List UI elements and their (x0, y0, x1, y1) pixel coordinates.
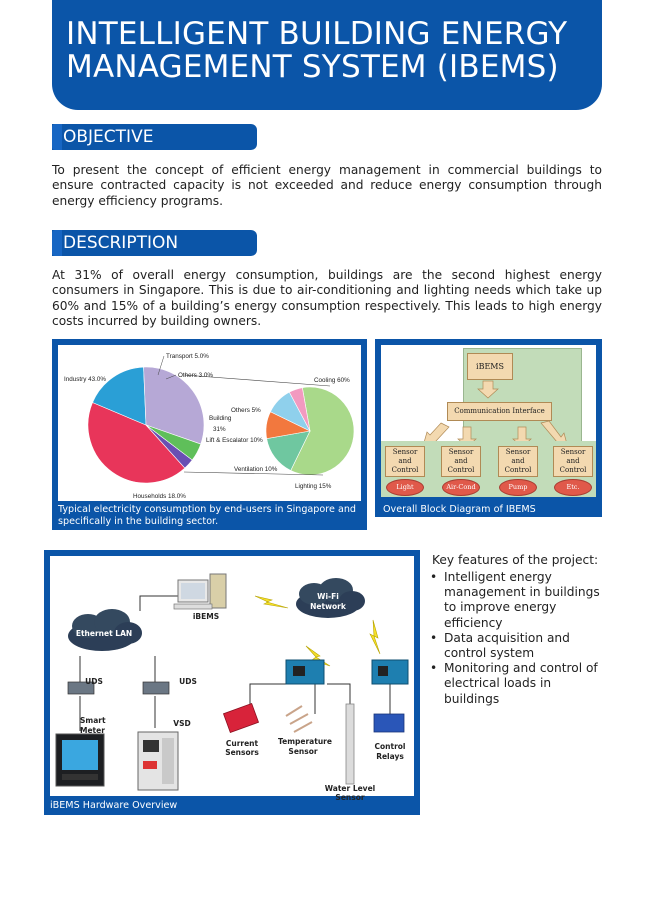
label-current-sensors: Current Sensors (225, 739, 259, 757)
pie-slice-building (143, 366, 205, 445)
page-title: INTELLIGENT BUILDING ENERGY MANAGEMENT S… (66, 18, 592, 84)
connector-line-top (183, 374, 331, 387)
label-lighting: Lighting 15% (295, 483, 332, 490)
title-banner: INTELLIGENT BUILDING ENERGY MANAGEMENT S… (52, 0, 602, 110)
sensor-control-text: Sensor (560, 448, 586, 456)
sensor-control-text: Control (559, 466, 587, 474)
key-feature-item: Intelligent energy management in buildin… (428, 570, 608, 631)
sensor-control-text: Sensor (448, 448, 474, 456)
consumption-figure: Industry 43.0% Transport 5.0% Others 3.0… (52, 339, 367, 530)
description-heading-label: DESCRIPTION (63, 233, 179, 253)
wifi-cloud (296, 578, 365, 618)
description-heading: DESCRIPTION (52, 230, 257, 256)
sensor-control-text: Control (447, 466, 475, 474)
smart-meter-icon (55, 733, 105, 787)
load-pump: Pump (499, 479, 537, 496)
label-building: Building (209, 415, 232, 422)
label-households: Households 18.0% (133, 493, 186, 500)
control-relay-icon (373, 713, 405, 733)
label-wifi-1: Wi-Fi (317, 592, 339, 601)
hardware-diagram (55, 573, 409, 791)
label-temperature-2: Sensor (288, 747, 318, 756)
sensor-control-text: and (454, 457, 468, 465)
hardware-figure-caption: iBEMS Hardware Overview (50, 800, 178, 811)
label-uds-2: UDS (179, 677, 197, 686)
objective-text: To present the concept of efficient ener… (52, 163, 602, 208)
page-title-line-2: MANAGEMENT SYSTEM (IBEMS) (66, 49, 559, 85)
key-feature-item: Data acquisition and control system (428, 631, 608, 661)
load-aircond: Air-Cond (442, 479, 480, 496)
label-ethernet: Ethernet LAN (75, 629, 133, 638)
key-features-list: Intelligent energy management in buildin… (428, 570, 608, 707)
sensor-control-text: and (566, 457, 580, 465)
label-wifi-2: Network (310, 602, 346, 611)
sub-pie (265, 386, 355, 476)
current-sensor-icon (222, 702, 260, 734)
water-level-sensor-icon (345, 703, 355, 785)
sensor-control-text: Control (391, 466, 419, 474)
controller-board-1 (285, 659, 325, 685)
uds-device-2 (142, 681, 170, 695)
main-pie (87, 366, 205, 484)
label-control-relays-2: Relays (376, 752, 404, 761)
pie-slice-others (288, 387, 311, 432)
ibems-node: iBEMS (467, 353, 513, 380)
uds-device-1 (67, 681, 95, 695)
sensor-control-text: Control (504, 466, 532, 474)
block-diagram-caption: Overall Block Diagram of IBEMS (383, 504, 536, 515)
temperature-sensor-icon (285, 705, 313, 733)
label-industry: Industry 43.0% (64, 376, 106, 383)
label-others-main: Others 3.0% (178, 372, 213, 379)
pie-slice-households (92, 366, 147, 426)
page-title-line-1: INTELLIGENT BUILDING ENERGY (66, 16, 568, 52)
label-smart-meter-1: Smart (80, 716, 106, 725)
description-text: At 31% of overall energy consumption, bu… (52, 268, 602, 329)
pie-slice-industry (87, 402, 186, 484)
vsd-icon (137, 731, 179, 791)
consumption-pie-charts: Industry 43.0% Transport 5.0% Others 3.0… (64, 353, 355, 500)
consumption-figure-caption: Typical electricity consumption by end-u… (58, 504, 356, 527)
communication-interface-node: Communication Interface (447, 402, 552, 421)
label-temperature-1: Temperature (278, 737, 332, 746)
label-lift: Lift & Escalator 10% (206, 437, 263, 444)
hardware-figure: iBEMS Wi-Fi Network Ethernet LAN UDS UDS… (44, 550, 420, 815)
label-control-relays-1: Control (374, 742, 406, 751)
label-building-pct: 31% (213, 426, 226, 433)
load-light: Light (386, 479, 424, 496)
label-cooling: Cooling 60% (314, 377, 350, 384)
label-ventilation: Ventilation 10% (234, 466, 278, 473)
sensor-control-text: and (398, 457, 412, 465)
objective-heading: OBJECTIVE (52, 124, 257, 150)
label-transport: Transport 5.0% (166, 353, 209, 360)
key-feature-item: Monitoring and control of electrical loa… (428, 661, 608, 707)
ethernet-cloud (68, 609, 142, 651)
sensor-control-text: Sensor (505, 448, 531, 456)
load-etc: Etc. (554, 479, 592, 496)
computer-icon (173, 573, 227, 610)
label-vsd: VSD (173, 719, 191, 728)
label-smart-meter-2: Meter (80, 726, 105, 735)
objective-heading-label: OBJECTIVE (63, 127, 154, 147)
connector-line-bottom (183, 471, 324, 476)
pie-slice-others (145, 424, 193, 469)
label-ibems-hw: iBEMS (192, 612, 220, 621)
key-features-heading: Key features of the project: (432, 553, 599, 567)
sensor-control-text: Sensor (392, 448, 418, 456)
label-water-level: Water Level Sensor (324, 784, 376, 802)
sensor-control-text: and (511, 457, 525, 465)
label-uds-1: UDS (85, 677, 103, 686)
controller-board-2 (371, 659, 409, 685)
label-others-sub: Others 5% (231, 407, 261, 414)
